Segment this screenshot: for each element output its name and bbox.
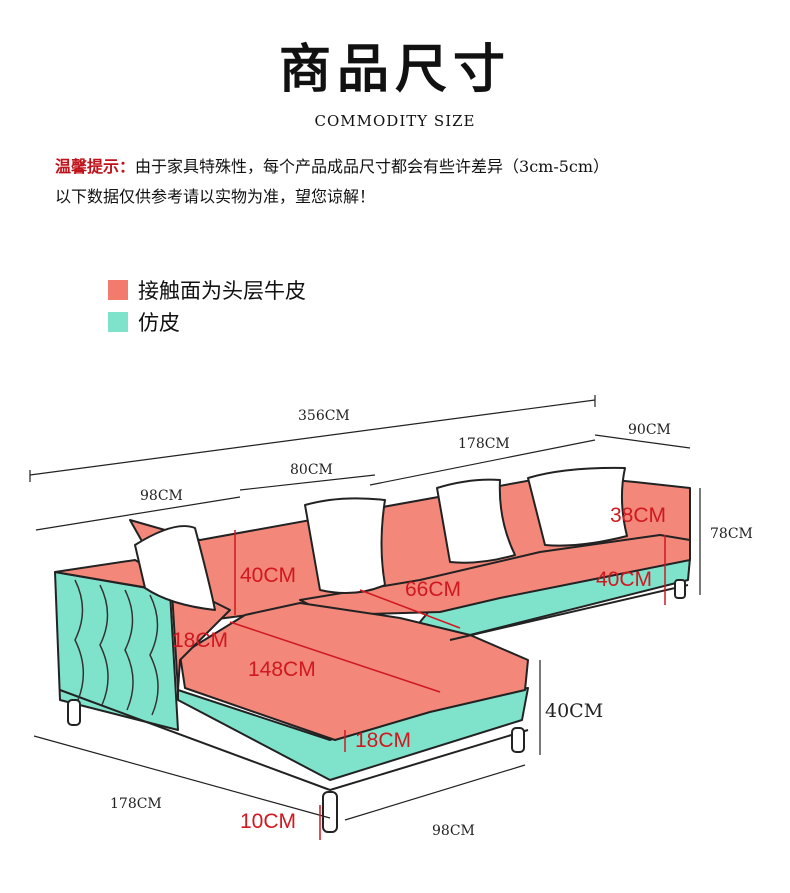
dim-chaise-width: 98CM <box>432 823 475 839</box>
dim-seat-thickness: 18CM <box>355 729 411 752</box>
page-subtitle: COMMODITY SIZE <box>314 112 476 130</box>
right-seat <box>299 534 691 616</box>
pillow-3 <box>436 478 516 564</box>
notice-block: 温馨提示：由于家具特殊性，每个产品成品尺寸都会有些许差异（3cm-5cm） 以下… <box>55 152 609 212</box>
dim-chaise-length: 148CM <box>248 658 316 681</box>
dim-total-length: 356CM <box>298 408 350 424</box>
leg-front <box>322 791 338 833</box>
dim-right-cushion: 40CM <box>596 568 652 591</box>
faux-swatch <box>108 312 128 332</box>
legend-item-faux: 仿皮 <box>108 306 306 338</box>
dim-back-cushion: 40CM <box>240 564 296 587</box>
red-dimension-lines <box>229 530 666 840</box>
dim-overall-height: 78CM <box>710 526 753 542</box>
dim-middle-section: 80CM <box>290 462 333 478</box>
dim-right-section: 178CM <box>458 436 510 452</box>
base-line <box>59 689 529 791</box>
pillow-1 <box>134 525 216 611</box>
legend-item-leather: 接触面为头层牛皮 <box>108 274 306 306</box>
notice-line-1: 温馨提示：由于家具特殊性，每个产品成品尺寸都会有些许差异（3cm-5cm） <box>55 152 609 182</box>
pillow-4 <box>527 466 628 547</box>
dim-bottom-length: 178CM <box>110 796 162 812</box>
dim-leg-height: 10CM <box>240 810 296 833</box>
dim-seat-depth: 66CM <box>405 578 461 601</box>
pillow-2 <box>304 497 386 594</box>
legend: 接触面为头层牛皮 仿皮 <box>108 274 306 338</box>
leg-right <box>674 579 686 599</box>
notice-text-2: 以下数据仅供参考请以实物为准，望您谅解！ <box>55 187 376 206</box>
dim-side-depth: 90CM <box>628 422 671 438</box>
notice-label: 温馨提示： <box>55 157 136 176</box>
dimension-lines <box>29 395 701 821</box>
leg-left <box>67 699 81 726</box>
page-title: 商品尺寸 <box>278 39 511 100</box>
legend-label-leather: 接触面为头层牛皮 <box>138 279 306 303</box>
dim-back-height: 38CM <box>610 504 666 527</box>
dim-left-section: 98CM <box>140 488 183 504</box>
legend-label-faux: 仿皮 <box>138 311 180 335</box>
dim-seat-height: 40CM <box>545 700 603 722</box>
chaise-seat <box>179 602 529 741</box>
sofa-illustration <box>54 466 691 833</box>
right-base-line <box>449 584 689 641</box>
leather-swatch <box>108 280 128 300</box>
notice-text-1: 由于家具特殊性，每个产品成品尺寸都会有些许差异（3cm-5cm） <box>135 157 610 176</box>
tufting <box>74 579 159 716</box>
dim-arm-width: 18CM <box>172 629 228 652</box>
leg-chaise <box>511 727 525 753</box>
